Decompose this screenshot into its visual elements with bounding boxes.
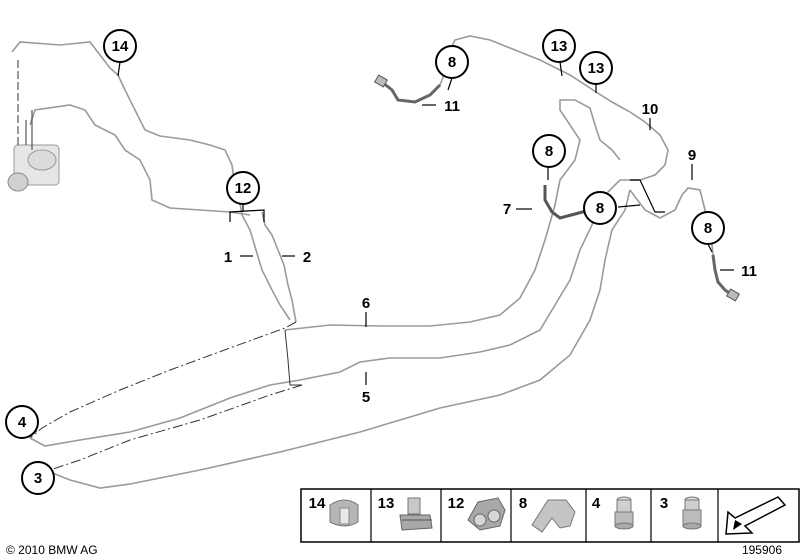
callout-6-label[interactable]: 6 <box>362 295 370 312</box>
legend-number-4: 4 <box>592 495 601 512</box>
callout-13-right[interactable]: 13 <box>579 51 613 85</box>
callout-3[interactable]: 3 <box>21 461 55 495</box>
brake-line-4-dashed-segment <box>29 321 297 439</box>
brake-line-upper-right <box>559 99 621 161</box>
clip-icon <box>329 499 359 527</box>
screw-fitting-icon <box>614 496 634 530</box>
brake-hose-11-lower <box>711 254 741 302</box>
callout-8-upper-left[interactable]: 8 <box>435 45 469 79</box>
callout-9-label[interactable]: 9 <box>688 147 696 164</box>
callout-8-middle-label: 8 <box>545 143 553 160</box>
brake-line-5 <box>29 179 621 447</box>
legend-number-3: 3 <box>660 495 668 512</box>
callout-4-label: 4 <box>18 414 27 431</box>
callout-13-left-label: 13 <box>551 38 568 55</box>
double-clip-icon <box>467 497 506 531</box>
brake-line-connector <box>284 329 302 386</box>
pipe-holder-icon <box>399 497 433 531</box>
brake-lines <box>11 35 714 489</box>
leader-lines <box>35 61 734 471</box>
legend-item-14[interactable]: 14 <box>309 495 359 527</box>
brake-line-3-dashed-segment <box>49 384 303 471</box>
callout-8-middle[interactable]: 8 <box>532 134 566 168</box>
screw-fitting-icon <box>682 496 702 530</box>
callout-7-label[interactable]: 7 <box>503 201 511 218</box>
callout-14[interactable]: 14 <box>103 29 137 63</box>
copyright-text: © 2010 BMW AG <box>6 543 98 557</box>
callout-1-label[interactable]: 1 <box>224 249 232 266</box>
callout-10-label[interactable]: 10 <box>642 101 659 118</box>
callout-8-right[interactable]: 8 <box>691 211 725 245</box>
callout-8-center-label: 8 <box>596 200 604 217</box>
brake-line-inner <box>29 104 251 216</box>
bracket-icon <box>531 499 576 533</box>
abs-hydraulic-unit <box>7 60 60 192</box>
orientation-arrow-icon <box>725 496 787 535</box>
parts-legend: 14 13 12 8 <box>300 488 800 543</box>
callout-3-label: 3 <box>34 470 42 487</box>
legend-item-13[interactable]: 13 <box>378 495 433 531</box>
brake-hose-11-upper <box>373 74 442 104</box>
callout-11-lower-label[interactable]: 11 <box>741 263 757 280</box>
brake-line-1 <box>237 191 291 321</box>
brake-line-6 <box>284 124 581 331</box>
callout-4[interactable]: 4 <box>5 405 39 439</box>
callout-11-upper-label[interactable]: 11 <box>444 98 460 115</box>
legend-number-14: 14 <box>309 495 326 512</box>
callout-12[interactable]: 12 <box>226 171 260 205</box>
legend-number-8: 8 <box>519 495 527 512</box>
brake-line-2 <box>261 211 297 323</box>
brake-line-14 <box>11 41 239 193</box>
legend-item-12[interactable]: 12 <box>448 495 506 531</box>
legend-item-4[interactable]: 4 <box>592 495 634 530</box>
callout-13-right-label: 13 <box>588 60 605 77</box>
callout-5-label[interactable]: 5 <box>362 389 370 406</box>
callout-12-label: 12 <box>235 180 252 197</box>
callout-8-center[interactable]: 8 <box>583 191 617 225</box>
brake-hose-7 <box>543 185 591 220</box>
brake-line-3 <box>49 189 631 489</box>
callout-13-left[interactable]: 13 <box>542 29 576 63</box>
callout-8-right-label: 8 <box>704 220 712 237</box>
legend-number-12: 12 <box>448 495 465 512</box>
diagram-id: 195906 <box>742 543 782 557</box>
legend-number-13: 13 <box>378 495 395 512</box>
callout-8-upper-left-label: 8 <box>448 54 456 71</box>
callout-2-label[interactable]: 2 <box>303 249 311 266</box>
legend-item-3[interactable]: 3 <box>660 495 702 530</box>
callout-14-label: 14 <box>112 38 129 55</box>
legend-item-8[interactable]: 8 <box>519 495 576 533</box>
